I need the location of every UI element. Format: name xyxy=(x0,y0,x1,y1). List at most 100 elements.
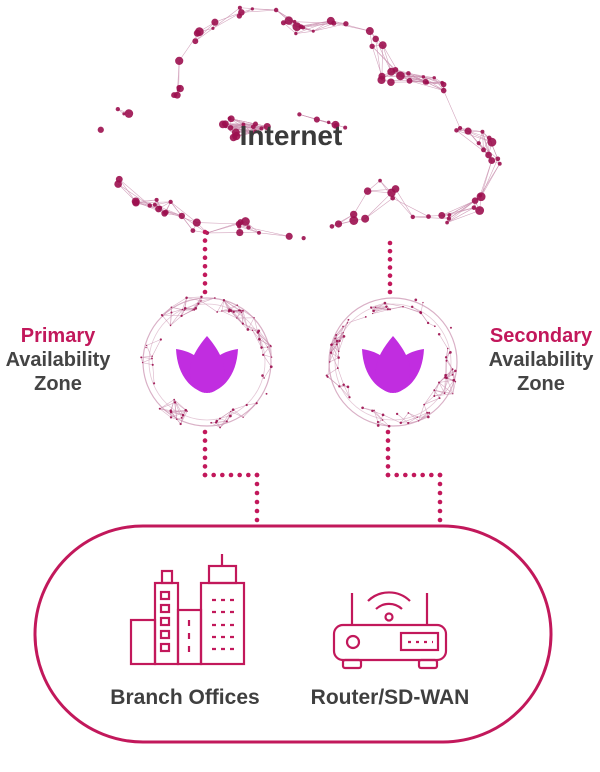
mesh-node xyxy=(477,192,486,201)
mesh-node xyxy=(171,92,177,98)
mesh-node xyxy=(330,224,335,229)
mesh-node xyxy=(445,356,447,358)
mesh-node xyxy=(197,303,199,305)
mesh-node xyxy=(406,71,411,76)
mesh-node xyxy=(153,382,155,384)
connector-dot xyxy=(386,456,391,461)
connector-dot xyxy=(203,473,208,478)
mesh-node xyxy=(441,82,447,88)
secondary-zone-line2: Availability xyxy=(466,348,600,372)
connector-dot xyxy=(438,473,443,478)
router-sdwan-label: Router/SD-WAN xyxy=(295,685,485,710)
mesh-node xyxy=(214,297,216,299)
mesh-node xyxy=(335,334,337,336)
connector-dot xyxy=(403,473,408,478)
mesh-node xyxy=(454,370,457,373)
mesh-node xyxy=(200,296,202,298)
mesh-node xyxy=(427,416,430,419)
mesh-node xyxy=(240,309,242,311)
mesh-node xyxy=(180,315,182,317)
mesh-node xyxy=(488,157,495,164)
mesh-node xyxy=(159,408,161,410)
mesh-node xyxy=(414,299,417,302)
mesh-node xyxy=(434,325,436,327)
mesh-link xyxy=(171,310,183,326)
mesh-node xyxy=(385,306,387,308)
mesh-node xyxy=(370,306,372,308)
mesh-link xyxy=(162,307,171,315)
mesh-node xyxy=(455,381,456,382)
connector-dot xyxy=(203,281,208,286)
mesh-link xyxy=(207,224,239,233)
mesh-node xyxy=(193,219,201,227)
mesh-node xyxy=(294,32,297,35)
mesh-link xyxy=(391,193,412,217)
mesh-node xyxy=(260,346,263,349)
connector-dot xyxy=(255,509,260,514)
mesh-node xyxy=(184,409,187,412)
mesh-node xyxy=(451,368,453,370)
mesh-node xyxy=(168,200,172,204)
mesh-node xyxy=(418,420,419,421)
mesh-link xyxy=(481,159,498,197)
mesh-node xyxy=(170,416,172,418)
connector-dot xyxy=(203,247,208,252)
mesh-node xyxy=(377,424,380,427)
mesh-node xyxy=(371,410,373,412)
mesh-node xyxy=(384,302,387,305)
mesh-node xyxy=(242,323,244,325)
mesh-node xyxy=(256,402,258,404)
mesh-node xyxy=(364,187,372,195)
mesh-link xyxy=(143,363,153,365)
mesh-link xyxy=(147,339,161,345)
mesh-node xyxy=(336,343,338,345)
mesh-node xyxy=(263,377,265,379)
mesh-node xyxy=(237,13,242,18)
connector-dot xyxy=(412,473,417,478)
mesh-node xyxy=(211,19,218,26)
mesh-node xyxy=(417,416,418,417)
mesh-link xyxy=(396,189,413,217)
mesh-node xyxy=(170,411,173,414)
mesh-node xyxy=(286,233,293,240)
mesh-node xyxy=(411,306,413,308)
connector-dot xyxy=(429,473,434,478)
mesh-node xyxy=(422,75,425,78)
mesh-node xyxy=(343,332,344,333)
primary-zone-line3: Zone xyxy=(0,372,133,396)
mesh-node xyxy=(116,107,120,111)
mesh-node xyxy=(182,309,183,310)
mesh-node xyxy=(233,311,235,313)
mesh-node xyxy=(452,393,453,394)
mesh-node xyxy=(181,417,183,419)
mesh-node xyxy=(194,30,201,37)
internet-label: Internet xyxy=(191,119,391,153)
mesh-link xyxy=(201,301,217,312)
mesh-node xyxy=(331,21,336,26)
mesh-node xyxy=(161,210,167,216)
mesh-node xyxy=(236,229,243,236)
mesh-node xyxy=(438,333,441,336)
mesh-node xyxy=(432,76,435,79)
connector-dot xyxy=(255,491,260,496)
mesh-node xyxy=(151,358,153,360)
router-icon xyxy=(334,592,446,668)
connector-dot xyxy=(203,464,208,469)
mesh-link xyxy=(153,365,154,384)
mesh-node xyxy=(369,44,374,49)
mesh-node xyxy=(498,162,502,166)
mesh-node xyxy=(258,338,261,341)
connector-dot xyxy=(388,249,393,254)
connector-dot xyxy=(203,438,208,443)
mesh-node xyxy=(274,8,278,12)
mesh-node xyxy=(338,385,340,387)
connector-dot xyxy=(246,473,251,478)
mesh-link xyxy=(365,193,391,219)
mesh-node xyxy=(270,365,273,368)
mesh-node xyxy=(185,296,188,299)
mesh-node xyxy=(487,136,492,141)
mesh-link xyxy=(197,223,239,224)
mesh-node xyxy=(262,354,264,356)
mesh-link xyxy=(481,161,492,197)
connector-dot xyxy=(386,447,391,452)
